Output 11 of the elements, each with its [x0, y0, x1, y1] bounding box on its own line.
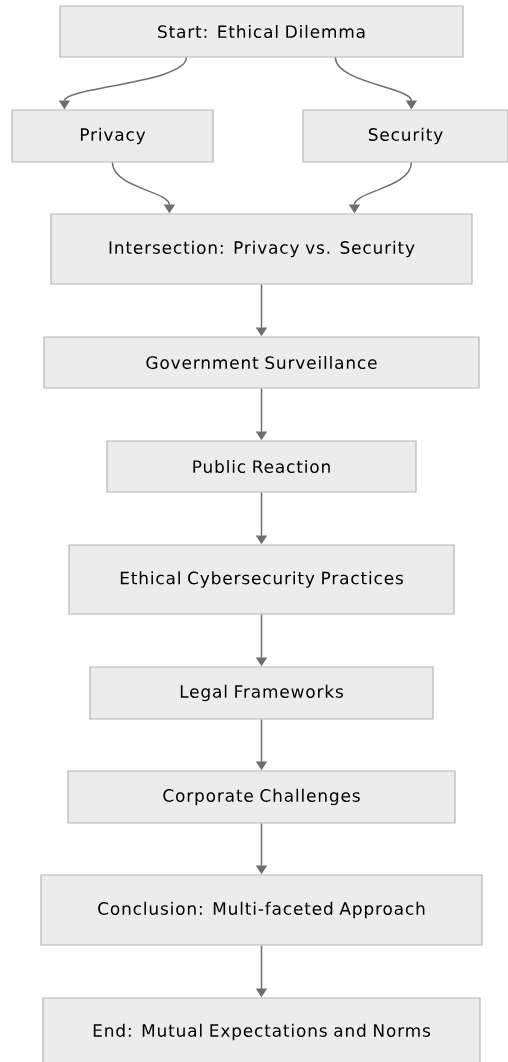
process-box: Corporate Challenges	[67, 770, 456, 824]
process-box: Public Reaction	[106, 440, 417, 493]
process-box: Conclusion: Multi-faceted Approach	[40, 874, 483, 946]
process-box: End: Mutual Expectations and Norms	[42, 997, 481, 1062]
process-box: Privacy	[11, 109, 214, 163]
process-box: Legal Frameworks	[89, 666, 434, 720]
process-box: Security	[302, 109, 508, 163]
process-box: Intersection: Privacy vs. Security	[50, 213, 473, 285]
process-box: Ethical Cybersecurity Practices	[68, 544, 455, 615]
process-box: Government Surveillance	[43, 336, 480, 389]
process-box: Start: Ethical Dilemma	[59, 5, 464, 58]
